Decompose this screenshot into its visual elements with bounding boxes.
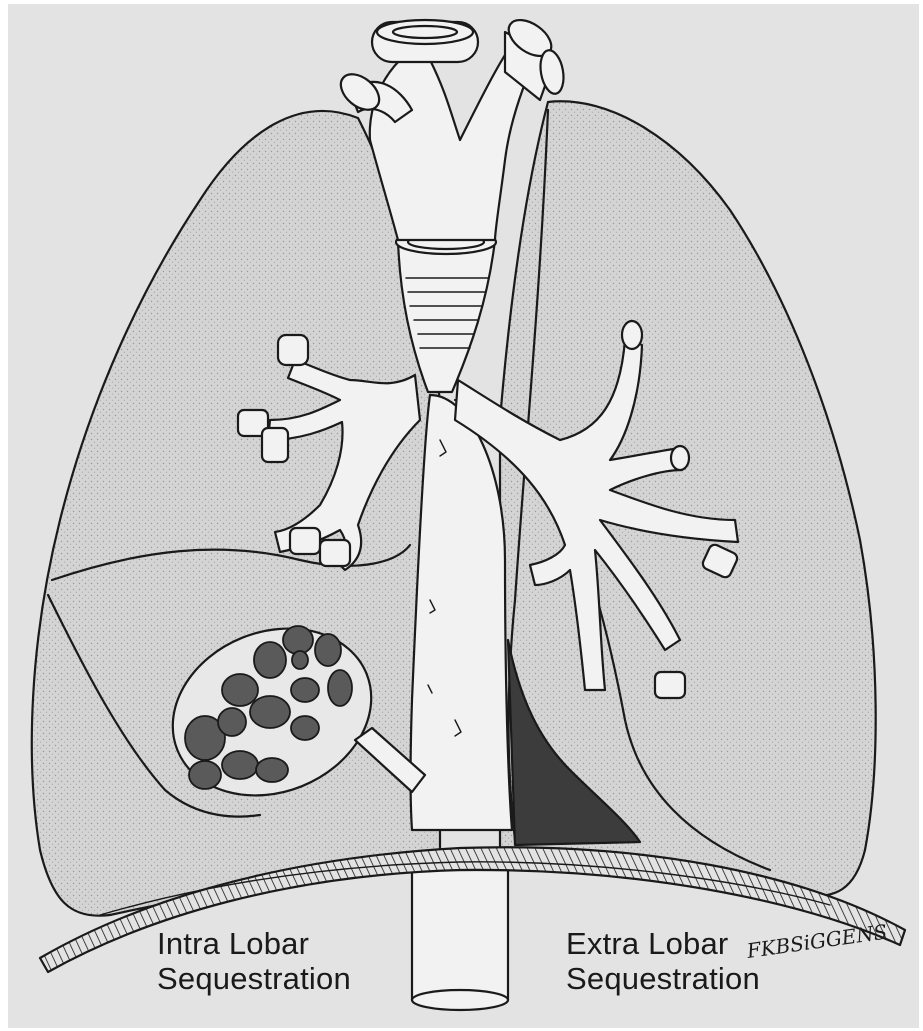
extra-lobar-label-line2: Sequestration xyxy=(566,961,760,996)
intra-lobar-label-line2: Sequestration xyxy=(157,961,351,996)
left-bronchus-tip-top xyxy=(622,321,642,349)
left-bronchus-tip-mid xyxy=(671,446,689,470)
right-bronchus-tip-5 xyxy=(320,540,350,566)
right-lung xyxy=(32,111,440,916)
left-bronchus-tip-lower xyxy=(655,672,685,698)
artist-signature: FKBSiGGENS xyxy=(744,920,888,964)
abdominal-aorta xyxy=(412,870,508,1000)
right-bronchus-tip-3 xyxy=(278,335,308,365)
right-bronchus-tip-4 xyxy=(290,528,320,554)
abdominal-aorta-opening xyxy=(412,990,508,1010)
right-bronchus-tip-2 xyxy=(262,428,288,462)
extra-lobar-label: Extra Lobar Sequestration xyxy=(566,926,760,996)
extra-lobar-label-line1: Extra Lobar xyxy=(566,926,760,961)
intra-lobar-label-line1: Intra Lobar xyxy=(157,926,351,961)
intra-lobar-label: Intra Lobar Sequestration xyxy=(157,926,351,996)
descending-aorta xyxy=(411,395,513,830)
